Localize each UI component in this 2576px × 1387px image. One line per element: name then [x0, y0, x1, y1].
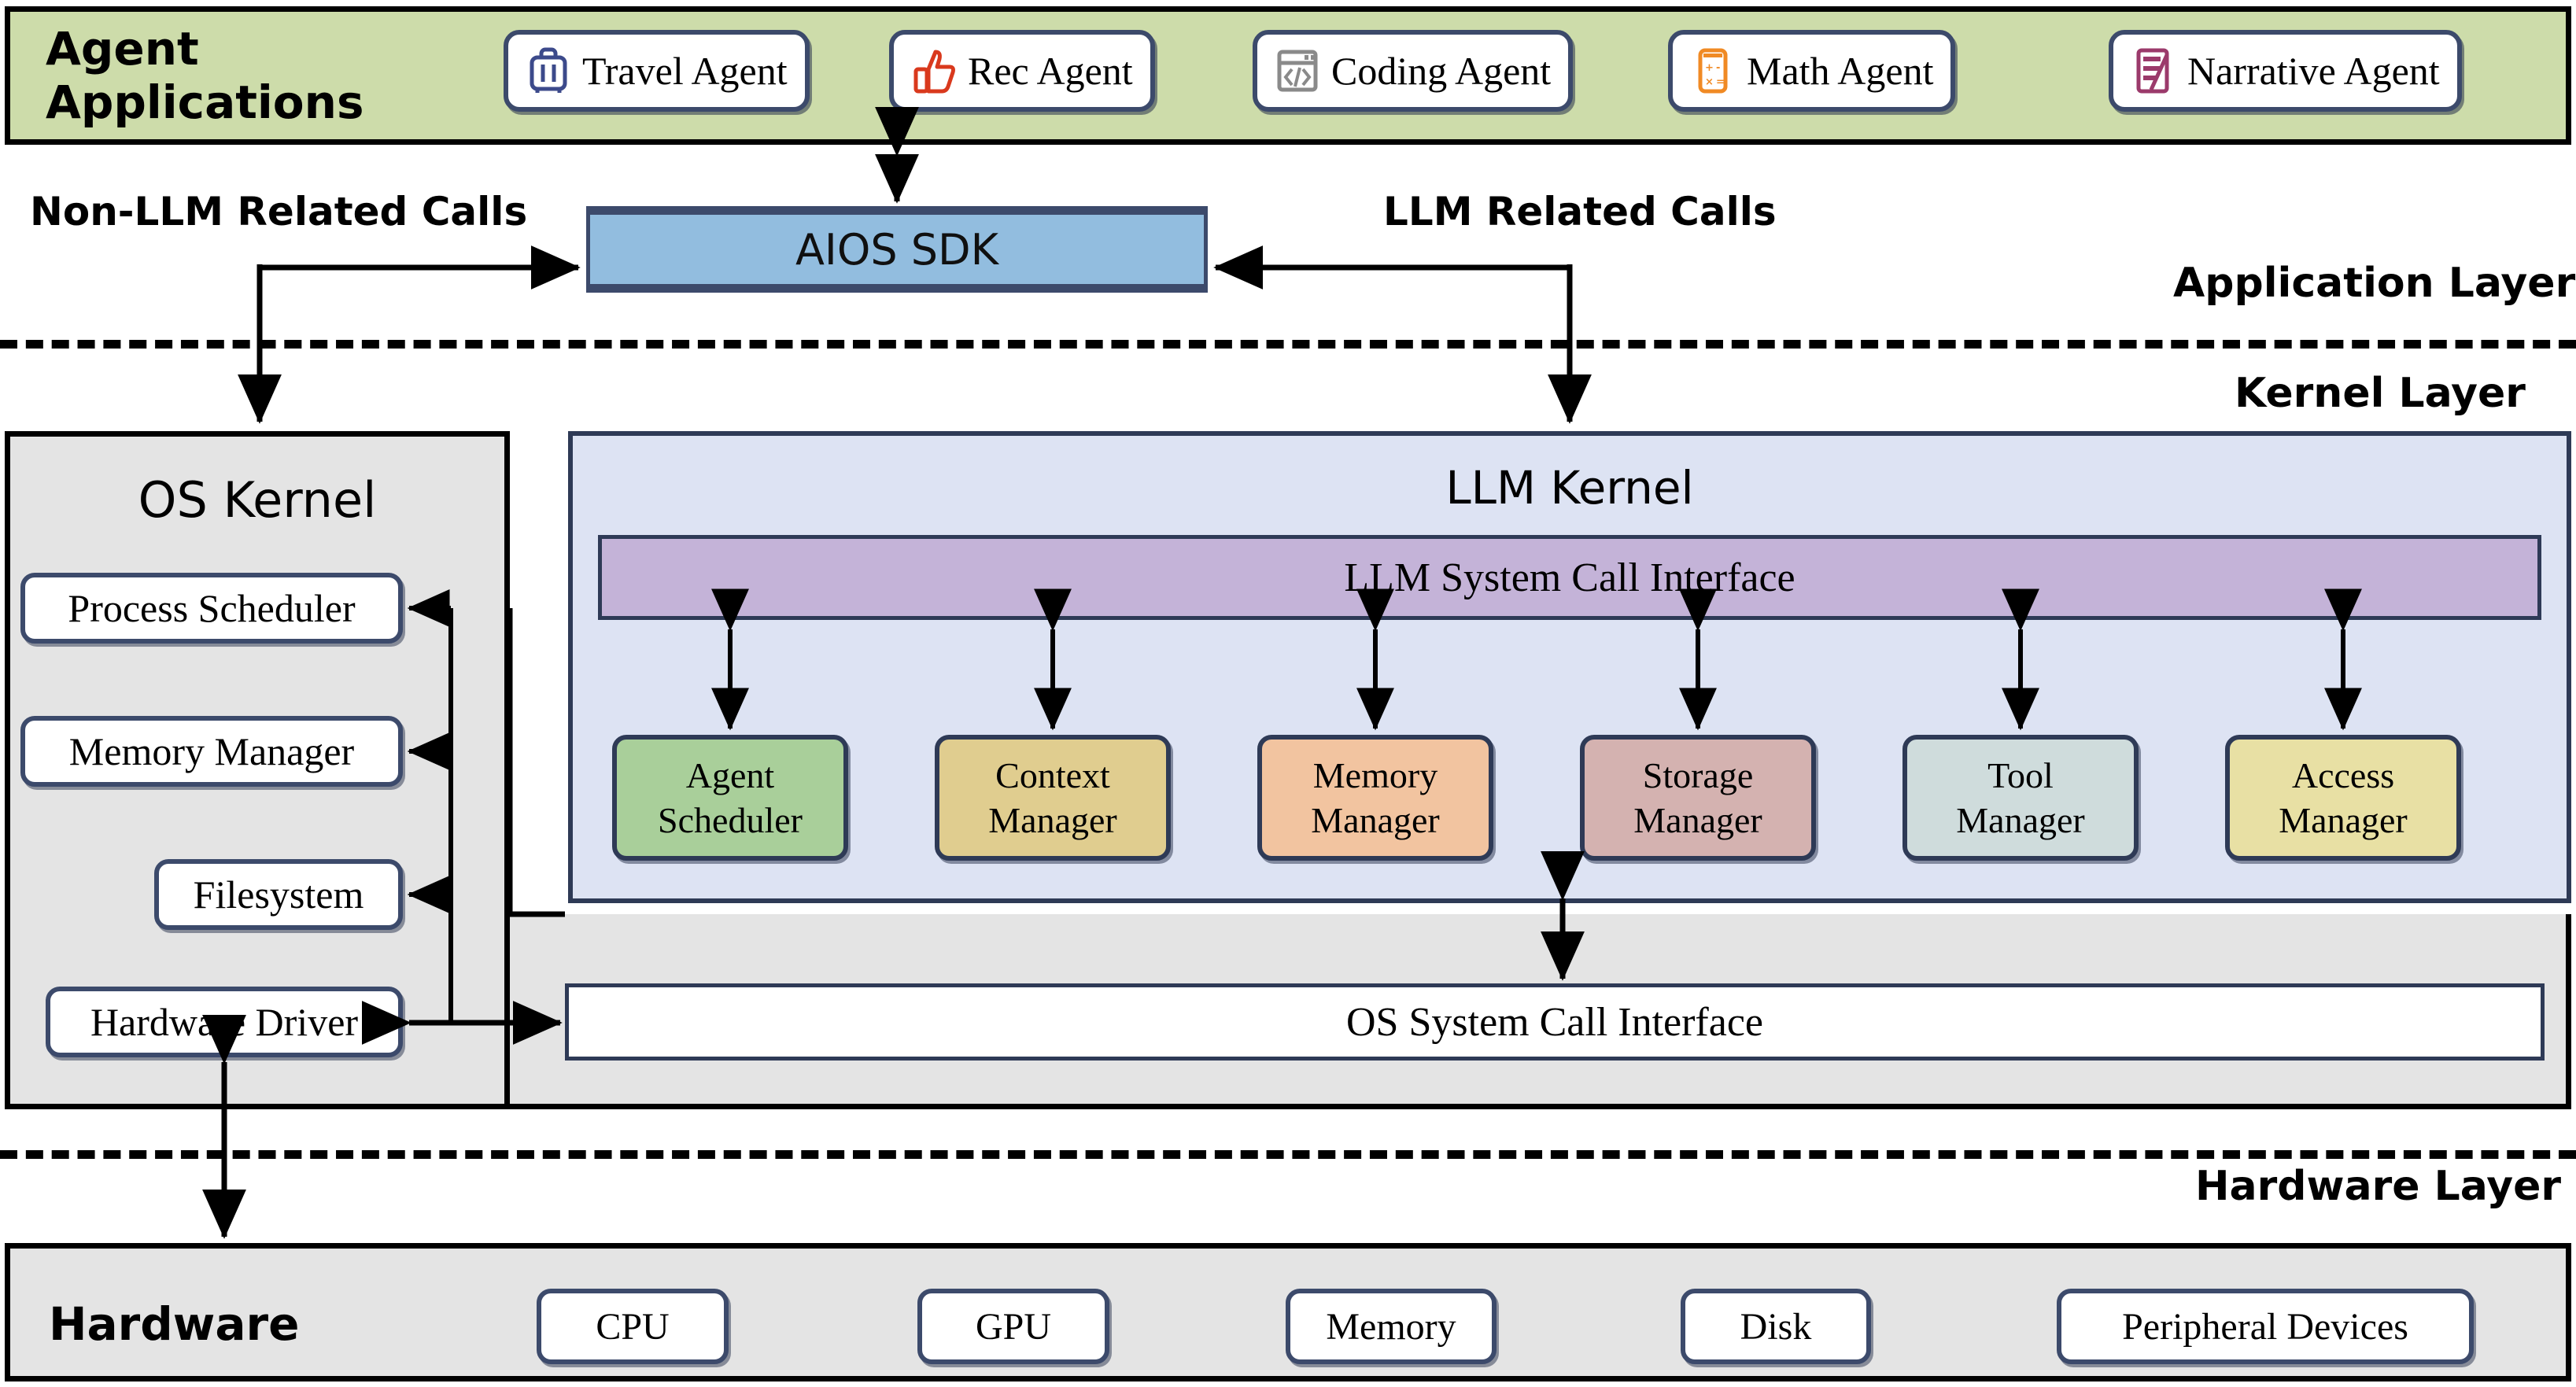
agent-chip-rec-label: Rec Agent: [968, 49, 1133, 93]
llm-system-call-interface[interactable]: LLM System Call Interface: [598, 535, 2541, 620]
manager-tool-manager-line1: Tool: [1987, 754, 2054, 795]
agent-chip-travel[interactable]: Travel Agent: [504, 30, 810, 112]
os-module-process-scheduler-label: Process Scheduler: [68, 586, 356, 630]
manager-context-manager-line2: Manager: [988, 800, 1117, 840]
os-module-hardware-driver-label: Hardware Driver: [90, 1000, 359, 1044]
agent-chip-travel-label: Travel Agent: [582, 49, 788, 93]
manager-context-manager[interactable]: Context Manager: [935, 735, 1171, 861]
manager-agent-scheduler[interactable]: Agent Scheduler: [612, 735, 848, 861]
agent-chip-rec[interactable]: Rec Agent: [889, 30, 1155, 112]
hardware-chip-gpu[interactable]: GPU: [917, 1289, 1109, 1364]
agent-chip-coding-label: Coding Agent: [1331, 49, 1552, 93]
manager-agent-scheduler-line2: Scheduler: [658, 800, 803, 840]
os-module-memory-manager[interactable]: Memory Manager: [20, 716, 403, 787]
os-module-hardware-driver[interactable]: Hardware Driver: [46, 987, 403, 1057]
manager-memory-manager-line2: Manager: [1311, 800, 1440, 840]
manager-context-manager-line1: Context: [995, 754, 1110, 795]
suitcase-icon: [526, 46, 571, 96]
hardware-band-title: Hardware: [49, 1297, 300, 1351]
svg-text:=: =: [1716, 76, 1725, 88]
hardware-chip-disk-label: Disk: [1740, 1305, 1812, 1348]
bus-oskernel-outer: [507, 608, 565, 917]
hardware-chip-peripheral-devices-label: Peripheral Devices: [2122, 1305, 2408, 1348]
manager-storage-manager[interactable]: Storage Manager: [1580, 735, 1816, 861]
hardware-chip-cpu[interactable]: CPU: [537, 1289, 729, 1364]
callout-llm-calls: LLM Related Calls: [1383, 189, 1777, 234]
hardware-chip-disk[interactable]: Disk: [1681, 1289, 1871, 1364]
manager-access-manager[interactable]: Access Manager: [2225, 735, 2461, 861]
thumbs-up-icon: [911, 46, 957, 96]
layer-label-application: Application Layer: [2173, 260, 2576, 307]
manager-access-manager-line2: Manager: [2279, 800, 2408, 840]
llm-system-call-interface-label: LLM System Call Interface: [1344, 555, 1795, 600]
calculator-icon: +- ×=: [1690, 46, 1736, 96]
notepad-pen-icon: [2131, 46, 2176, 96]
separator-kernel-hardware: [0, 1150, 2576, 1159]
manager-access-manager-line1: Access: [2291, 754, 2395, 795]
os-kernel-title: OS Kernel: [138, 470, 377, 529]
manager-memory-manager-line1: Memory: [1312, 754, 1438, 795]
svg-text:×: ×: [1705, 76, 1714, 88]
svg-text:-: -: [1716, 62, 1720, 74]
llm-kernel-title: LLM Kernel: [1445, 461, 1694, 515]
hardware-chip-cpu-label: CPU: [596, 1305, 670, 1348]
aios-sdk-label: AIOS SDK: [795, 224, 999, 275]
agent-chip-coding[interactable]: Coding Agent: [1253, 30, 1574, 112]
manager-tool-manager-line2: Manager: [1956, 800, 2085, 840]
manager-agent-scheduler-line1: Agent: [685, 754, 775, 795]
hardware-chip-memory[interactable]: Memory: [1286, 1289, 1497, 1364]
callout-non-llm-calls: Non-LLM Related Calls: [30, 189, 528, 234]
agent-chip-narrative[interactable]: Narrative Agent: [2109, 30, 2462, 112]
manager-memory-manager[interactable]: Memory Manager: [1257, 735, 1493, 861]
code-window-icon: [1275, 46, 1320, 96]
layer-label-kernel: Kernel Layer: [2235, 370, 2526, 417]
svg-text:+: +: [1705, 62, 1714, 74]
agent-applications-title: Agent Applications: [46, 22, 364, 129]
os-module-process-scheduler[interactable]: Process Scheduler: [20, 573, 403, 644]
os-module-memory-manager-label: Memory Manager: [68, 729, 355, 773]
os-module-filesystem-label: Filesystem: [193, 872, 364, 917]
hardware-chip-memory-label: Memory: [1326, 1305, 1456, 1348]
hardware-chip-peripheral-devices[interactable]: Peripheral Devices: [2057, 1289, 2474, 1364]
manager-storage-manager-line1: Storage: [1642, 754, 1754, 795]
aios-sdk-box[interactable]: AIOS SDK: [586, 206, 1208, 293]
agent-chip-math[interactable]: +- ×= Math Agent: [1668, 30, 1956, 112]
agent-chip-narrative-label: Narrative Agent: [2187, 49, 2440, 93]
separator-app-kernel: [0, 340, 2576, 349]
agent-chip-math-label: Math Agent: [1747, 49, 1934, 93]
os-system-call-interface[interactable]: OS System Call Interface: [565, 983, 2545, 1061]
manager-storage-manager-line2: Manager: [1633, 800, 1762, 840]
manager-tool-manager[interactable]: Tool Manager: [1902, 735, 2139, 861]
os-module-filesystem[interactable]: Filesystem: [154, 859, 403, 930]
hardware-chip-gpu-label: GPU: [975, 1305, 1052, 1348]
os-system-call-interface-label: OS System Call Interface: [1346, 999, 1763, 1045]
layer-label-hardware: Hardware Layer: [2195, 1163, 2562, 1210]
